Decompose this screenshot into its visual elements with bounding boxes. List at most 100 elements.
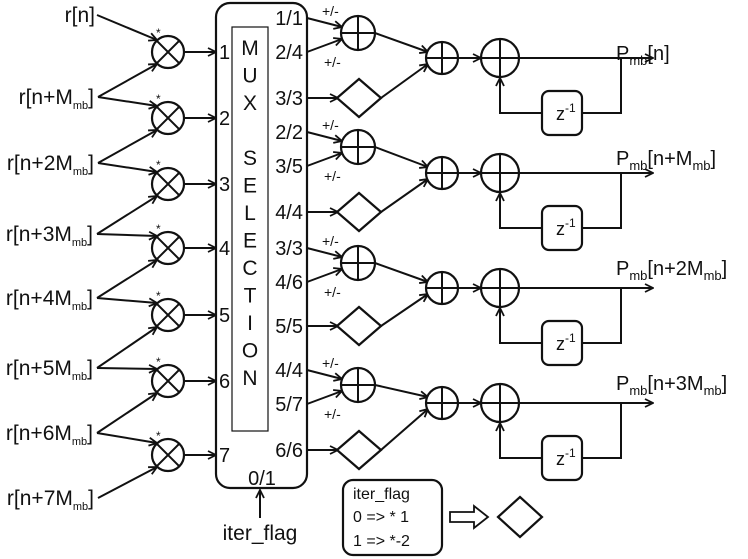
multiplier-cross bbox=[155, 105, 181, 131]
signal-arrow bbox=[96, 327, 157, 369]
mux-output-label: 4/4 bbox=[275, 202, 303, 224]
multiplier-cross bbox=[155, 302, 181, 328]
delay-label: z-1 bbox=[556, 101, 576, 124]
delay-label: z-1 bbox=[556, 216, 576, 239]
feedback-line bbox=[582, 288, 622, 344]
mux-input-label: 6 bbox=[219, 371, 230, 393]
mux-title-letter: S bbox=[243, 147, 257, 170]
conjugate-mark: * bbox=[156, 289, 161, 303]
mux-title-letter: E bbox=[243, 175, 257, 198]
mux-title-letter: T bbox=[244, 285, 257, 308]
mux-output-label: 2/2 bbox=[275, 122, 303, 144]
input-signal-label: r[n+6Mmb] bbox=[6, 422, 93, 448]
mux-output-label: 3/3 bbox=[275, 88, 303, 110]
signal-arrow bbox=[306, 369, 342, 379]
delay-block bbox=[540, 89, 584, 137]
mux-title-box bbox=[231, 26, 269, 432]
feedback-line bbox=[500, 423, 542, 459]
mux-title-letter: I bbox=[247, 312, 253, 335]
signal-arrow bbox=[374, 32, 428, 52]
output-signal-label: Pmb[n] bbox=[616, 43, 670, 68]
signal-arrow bbox=[306, 153, 342, 167]
input-signal-label: r[n+2Mmb] bbox=[7, 152, 94, 178]
mux-output-label: 1/1 bbox=[275, 8, 303, 30]
delay-label: z-1 bbox=[556, 446, 576, 469]
mux-output-label: 4/6 bbox=[275, 272, 303, 294]
multiplier-cross bbox=[155, 171, 181, 197]
signal-arrow bbox=[96, 234, 157, 236]
input-signal-label: r[n+7Mmb] bbox=[7, 487, 94, 513]
sign-label: +/- bbox=[322, 117, 339, 133]
mux-output-label: 5/7 bbox=[275, 394, 303, 416]
signal-arrow bbox=[380, 409, 428, 451]
signal-arrow bbox=[306, 391, 342, 405]
signal-arrow bbox=[96, 14, 157, 40]
mux-title-letter: U bbox=[242, 65, 257, 88]
mux-input-label: 3 bbox=[219, 174, 230, 196]
mux-input-label: 2 bbox=[219, 108, 230, 130]
scale-diamond-icon bbox=[335, 429, 383, 471]
sign-label: +/- bbox=[324, 284, 341, 300]
mux-output-label: 5/5 bbox=[275, 316, 303, 338]
multiplier-cross bbox=[155, 442, 181, 468]
mux-title-letter: N bbox=[242, 367, 257, 390]
signal-arrow bbox=[306, 131, 342, 141]
output-signal-label: Pmb[n+3Mmb] bbox=[616, 373, 727, 398]
signal-arrow bbox=[374, 384, 428, 397]
mux-title-letter: E bbox=[243, 230, 257, 253]
legend-line-2: 1 => *-2 bbox=[353, 533, 410, 550]
signal-arrow bbox=[97, 162, 157, 172]
signal-arrow bbox=[96, 393, 157, 434]
conjugate-mark: * bbox=[156, 222, 161, 236]
signal-arrow bbox=[306, 269, 342, 283]
signal-arrow bbox=[96, 368, 157, 369]
conjugate-mark: * bbox=[156, 429, 161, 443]
multiplier-cross bbox=[155, 39, 181, 65]
sign-label: +/- bbox=[322, 355, 339, 371]
feedback-line bbox=[582, 58, 622, 114]
sign-label: +/- bbox=[322, 3, 339, 19]
sign-label: +/- bbox=[324, 54, 341, 70]
delay-block bbox=[540, 434, 584, 482]
mux-input-label: 5 bbox=[219, 305, 230, 327]
legend-scale-diamond-icon bbox=[496, 495, 544, 539]
input-signal-label: r[n+Mmb] bbox=[19, 86, 94, 112]
sign-label: +/- bbox=[322, 233, 339, 249]
signal-arrow bbox=[96, 432, 157, 443]
feedback-line bbox=[500, 308, 542, 344]
mux-output-label: 6/6 bbox=[275, 440, 303, 462]
signal-arrow bbox=[380, 64, 428, 99]
sign-label: +/- bbox=[324, 168, 341, 184]
signal-arrow bbox=[306, 39, 342, 53]
signal-arrow bbox=[374, 262, 428, 282]
legend-line-1: 0 => * 1 bbox=[353, 509, 409, 526]
signal-arrow bbox=[380, 294, 428, 327]
sign-label: +/- bbox=[324, 406, 341, 422]
output-signal-label: Pmb[n+Mmb] bbox=[616, 148, 716, 173]
conjugate-mark: * bbox=[156, 92, 161, 106]
mux-output-label: 4/4 bbox=[275, 360, 303, 382]
scale-diamond-icon bbox=[335, 305, 383, 347]
signal-arrow bbox=[374, 146, 428, 167]
legend-title: iter_flag bbox=[353, 486, 410, 503]
mux-output-label: 3/3 bbox=[275, 238, 303, 260]
feedback-line bbox=[582, 403, 622, 459]
signal-arrow bbox=[380, 179, 428, 213]
mux-title-letter: X bbox=[243, 92, 257, 115]
feedback-line bbox=[582, 173, 622, 229]
mux-input-label: 7 bbox=[219, 445, 230, 467]
feedback-line bbox=[500, 78, 542, 114]
mux-title-letter: L bbox=[244, 202, 256, 225]
input-signal-label: r[n] bbox=[65, 4, 95, 27]
signal-arrow bbox=[97, 130, 157, 164]
signal-arrow bbox=[96, 260, 157, 299]
signal-arrow bbox=[96, 196, 157, 235]
delay-block bbox=[540, 319, 584, 367]
multiplier-cross bbox=[155, 368, 181, 394]
legend-box bbox=[341, 478, 444, 557]
mux-output-label: 2/4 bbox=[275, 42, 303, 64]
signal-arrow bbox=[97, 64, 157, 98]
signal-arrow bbox=[306, 247, 342, 257]
scale-diamond-icon bbox=[335, 77, 383, 119]
